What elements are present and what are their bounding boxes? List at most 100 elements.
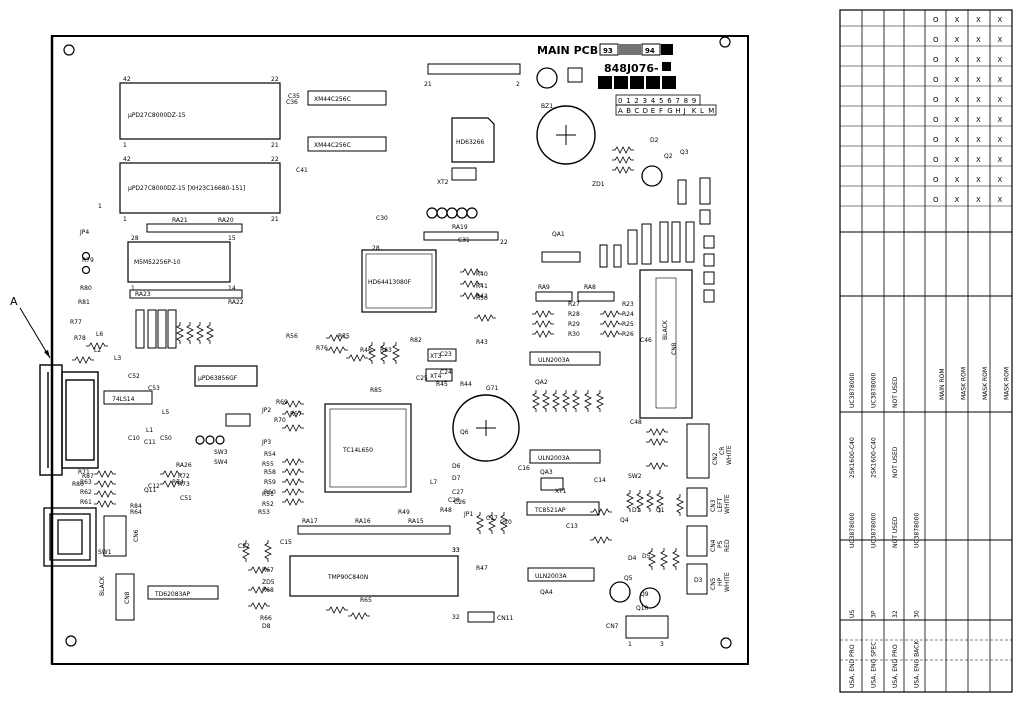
- code-digit: 6: [667, 97, 672, 105]
- component-label-ra9: RA9: [538, 284, 550, 291]
- component-label-r58: R58: [264, 469, 276, 476]
- component-label-r50: R50: [476, 295, 488, 302]
- component-label-r52: R52: [262, 501, 274, 508]
- option-table-text: USA, END PROUSUC38780002SK1600-C40UC3878…: [849, 16, 1011, 688]
- table-mark: O: [933, 176, 939, 184]
- table-mark: X: [976, 96, 981, 104]
- chip-label: µPD27C8000DZ-15: [128, 112, 186, 119]
- table-mark: X: [955, 16, 960, 24]
- code-digit: 0: [618, 97, 622, 105]
- resistor-glyph: [94, 480, 116, 488]
- component-label-l3: L3: [114, 355, 121, 362]
- mounting-holes: [63, 36, 732, 649]
- table-mark: X: [976, 176, 981, 184]
- connector-tag: LEFT: [717, 498, 724, 512]
- table-mark: X: [955, 116, 960, 124]
- callout-letter: A: [10, 295, 18, 308]
- resistor-glyph: [660, 548, 668, 570]
- table-mark: X: [998, 36, 1003, 44]
- component-label-r72: R72: [178, 473, 190, 480]
- resistor-glyph: [600, 310, 622, 318]
- chip-label: ULN2003A: [538, 455, 570, 462]
- component-label-sw2: SW2: [628, 473, 642, 480]
- table-col-head: MASK ROM: [961, 367, 968, 400]
- resistor-glyph: [72, 356, 94, 364]
- code-digit: 1: [626, 97, 630, 105]
- resistor-glyph: [646, 462, 668, 470]
- connector-label: CN5: [710, 577, 717, 590]
- code-letter: H: [675, 107, 680, 115]
- code-block: [598, 76, 612, 89]
- component-label-r27: R27: [568, 301, 580, 308]
- table-cell: USA, END PRO: [892, 644, 899, 688]
- chip-u11: ULN2003A: [529, 351, 601, 366]
- component-label-l5: L5: [162, 409, 169, 416]
- code-letter: D: [643, 107, 648, 115]
- table-col-head: MASK ROM: [1004, 367, 1011, 400]
- code-blocks: [598, 76, 676, 89]
- strip-label: CN8: [671, 342, 678, 355]
- resistor-glyph: [626, 490, 634, 512]
- table-cell: US: [849, 610, 856, 618]
- component-label-r70: R70: [274, 417, 286, 424]
- component-label-c13: C13: [566, 523, 578, 530]
- component-label-r65: R65: [360, 597, 372, 604]
- component-label-l6: L6: [96, 331, 103, 338]
- component-label-r30: R30: [568, 331, 580, 338]
- chip-label: HD63266: [456, 139, 484, 146]
- resistor-glyph: [94, 500, 116, 508]
- mounting-hole: [720, 637, 732, 649]
- component-label-l7: L7: [430, 479, 437, 486]
- resistor-glyph: [646, 438, 668, 446]
- connector-tag: BLACK: [99, 575, 106, 596]
- component-label-z1: ZD1: [592, 181, 605, 188]
- resistor-glyph: [590, 508, 612, 516]
- mounting-hole: [63, 44, 75, 56]
- code-block: [630, 76, 644, 89]
- code-letter: B: [626, 107, 631, 115]
- resistor-glyph: [532, 390, 540, 412]
- resistor-glyph: [248, 586, 270, 594]
- chip-pin: 1: [123, 142, 127, 149]
- revision-box: [641, 43, 661, 56]
- resistor-glyph: [612, 166, 634, 174]
- component-label-c46: C46: [640, 337, 652, 344]
- component-label-c20: C20: [500, 519, 512, 526]
- resistor-glyph: [160, 480, 182, 488]
- table-mark: X: [955, 196, 960, 204]
- component-label-c51: C51: [180, 495, 192, 502]
- revision-box-pattern: [661, 44, 673, 55]
- component-label-r43: R43: [476, 339, 488, 346]
- option-table: [839, 9, 1013, 693]
- connector-tag: PS: [717, 540, 724, 548]
- component-label-d5: D5: [642, 553, 651, 560]
- component-label-q9: Q9: [640, 591, 649, 598]
- component-label-qa2: QA2: [535, 379, 548, 386]
- table-mark: X: [976, 56, 981, 64]
- chip-label: XM44C256C: [314, 96, 351, 103]
- resistor-glyph: [94, 470, 116, 478]
- resistor-glyph: [474, 314, 496, 322]
- component-label-r76: R76: [316, 345, 328, 352]
- component-label-pin21: 21: [424, 81, 432, 88]
- crystal-xt: [225, 167, 564, 491]
- resistor-glyph: [282, 488, 304, 496]
- component-label-r66: R66: [260, 615, 272, 622]
- table-mark: X: [976, 36, 981, 44]
- component-label-d4: D4: [628, 555, 637, 562]
- component-label-r47: R47: [476, 565, 488, 572]
- chip-label: 74LS14: [112, 396, 135, 403]
- chip-pin: 21: [271, 216, 279, 223]
- component-label-r78: R78: [74, 335, 86, 342]
- chip-pin: 33: [452, 547, 460, 554]
- component-label-r63: R63: [80, 479, 92, 486]
- resistor-glyph: [636, 490, 644, 512]
- chip-u12: ULN2003A: [529, 449, 601, 464]
- resistor-glyph: [488, 512, 496, 534]
- chip-u7: HD64413080F: [361, 249, 437, 313]
- chip-pin: 22: [271, 76, 279, 83]
- component-label-r53: R53: [258, 509, 270, 516]
- code-block: [614, 76, 628, 89]
- resistor-glyph: [348, 612, 370, 620]
- mounting-hole: [719, 36, 731, 48]
